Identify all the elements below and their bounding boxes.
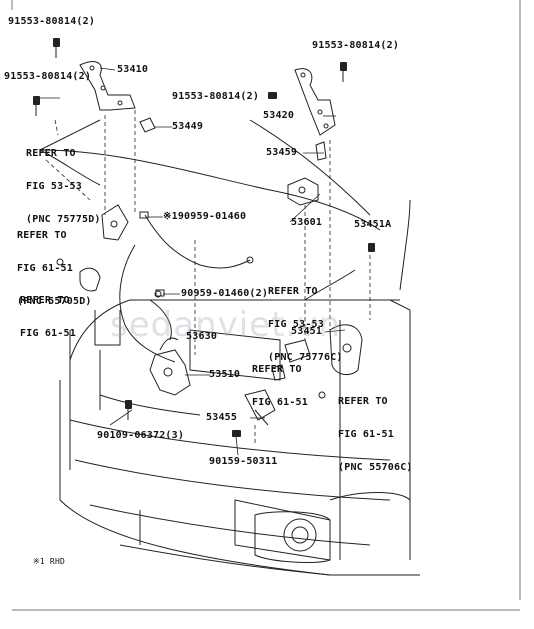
refer-block-1: REFER TO FIG 53-53 (PNC 75775D) [26, 126, 101, 236]
refer-line: (PNC 55706C) [338, 462, 413, 473]
left-latch [79, 204, 129, 292]
bracket-53449 [139, 117, 156, 133]
bracket-53455 [244, 389, 276, 426]
frame [11, 0, 521, 611]
refer-line: REFER TO [26, 148, 76, 159]
hood-lock-53510 [149, 337, 191, 396]
part-label-91553-mid-right: 91553-80814(2) [172, 91, 260, 102]
bolt-stems [35, 47, 344, 420]
refer-block-4: REFER TO FIG 53-53 (PNC 75776C) [268, 264, 343, 374]
refer-block-6: REFER TO FIG 61-51 (PNC 55706C) [338, 374, 413, 484]
front-fascia [59, 199, 420, 576]
part-label-53459: 53459 [266, 147, 298, 158]
part-label-90159: 90159-50311 [209, 456, 278, 467]
part-label-90959-01460: ※190959-01460 [163, 211, 246, 222]
leader-dashed [45, 110, 371, 445]
leader-solid [40, 67, 346, 456]
part-label-53451A: 53451A [354, 219, 392, 230]
part-label-90959-01460-2: 90959-01460(2) [181, 288, 269, 299]
refer-line: FIG 53-53 [26, 181, 82, 192]
part-label-53449: 53449 [172, 121, 204, 132]
part-label-53455: 53455 [206, 412, 238, 423]
part-label-53420: 53420 [263, 110, 295, 121]
part-label-53630: 53630 [186, 331, 218, 342]
part-label-91553-top-right: 91553-80814(2) [312, 40, 400, 51]
rhd-mark: ※1 [163, 211, 178, 222]
bolt-icons [33, 38, 375, 437]
refer-line: FIG 61-51 [17, 263, 73, 274]
part-label-53410: 53410 [117, 64, 149, 75]
refer-line: FIG 53-53 [268, 319, 324, 330]
part-label-90109: 90109-06372(3) [97, 430, 185, 441]
refer-line: REFER TO [20, 295, 70, 306]
hood-outline [39, 119, 381, 231]
refer-line: FIG 61-51 [338, 429, 394, 440]
refer-line: (PNC 55705D) [17, 296, 92, 307]
hinge-left-53410 [79, 61, 136, 111]
part-label-53601: 53601 [291, 217, 323, 228]
refer-line: FIG 61-51 [20, 328, 76, 339]
refer-line: FIG 61-51 [252, 397, 308, 408]
refer-block-5: REFER TO FIG 61-51 [252, 342, 308, 419]
refer-line: (PNC 75776C) [268, 352, 343, 363]
refer-line: (PNC 75775D) [26, 214, 101, 225]
release-cable-53630 [119, 214, 254, 363]
bracket-53459 [315, 141, 327, 161]
refer-line: REFER TO [252, 364, 302, 375]
refer-line: REFER TO [338, 396, 388, 407]
part-label-91553-top-left: 91553-80814(2) [8, 16, 96, 27]
hinge-right-53420 [294, 68, 336, 136]
bracket-53451 [271, 339, 311, 381]
part-label-91553-left: 91553-80814(2) [4, 71, 92, 82]
clip-markers [56, 211, 326, 399]
part-number: 90959-01460 [177, 211, 247, 222]
lock-support-53601 [287, 177, 319, 206]
watermark: sedanviet.vn [110, 305, 341, 345]
refer-line: REFER TO [17, 230, 67, 241]
part-label-53510: 53510 [209, 369, 241, 380]
fog-lamp [254, 511, 331, 563]
refer-block-2: REFER TO FIG 61-51 (PNC 55705D) [17, 208, 92, 318]
refer-block-3: REFER TO FIG 61-51 [20, 273, 76, 350]
rhd-footnote: ※1 RHD [33, 557, 65, 566]
right-latch [329, 324, 363, 376]
part-label-53451: 53451 [291, 326, 323, 337]
refer-line: REFER TO [268, 286, 318, 297]
